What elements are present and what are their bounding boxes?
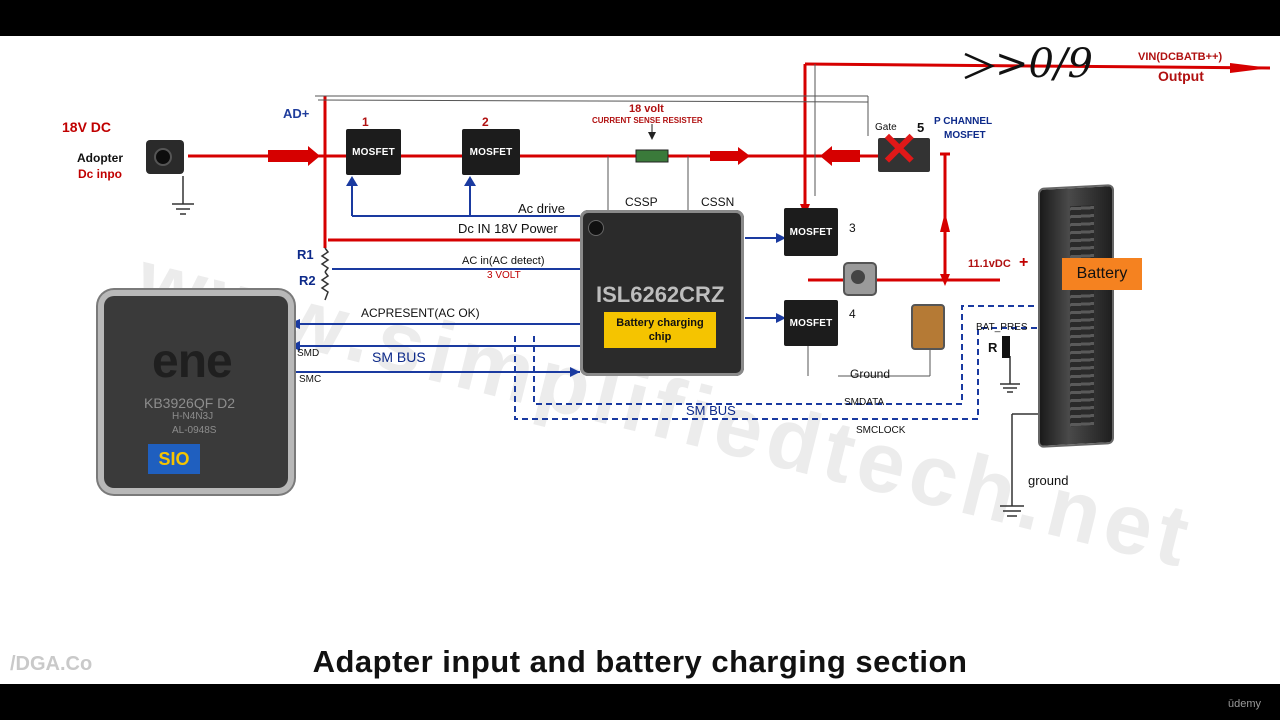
- mosfet-5: [878, 138, 930, 172]
- label-smc: SMC: [299, 374, 322, 385]
- mosfet-1-number: 1: [362, 115, 369, 129]
- label-p-channel: P CHANNEL: [934, 116, 993, 127]
- charging-chip-label: Battery charging chip: [604, 312, 716, 348]
- mosfet-3: MOSFET: [784, 208, 838, 256]
- chip-marking: ISL6262CRZ: [596, 282, 725, 307]
- mosfet-3-number: 3: [849, 221, 856, 235]
- label-ac-in: AC in(AC detect): [462, 255, 545, 267]
- charging-chip: ISL6262CRZ Battery charging chip: [580, 210, 744, 376]
- cross-mark-icon: ✕: [880, 123, 919, 175]
- label-adapter: Adopter: [77, 151, 123, 165]
- udemy-logo: ūdemy: [1228, 698, 1262, 710]
- mosfet-2: MOSFET: [462, 129, 520, 175]
- mosfet-4: MOSFET: [784, 300, 838, 346]
- battery-pack: [1038, 184, 1114, 448]
- letterbox-bottom: [0, 684, 1280, 720]
- label-acpresent: ACPRESENT(AC OK): [361, 306, 480, 320]
- label-gate: Gate: [875, 122, 897, 133]
- label-smdata: SMDATA: [844, 397, 885, 408]
- battery-label: Battery: [1062, 258, 1142, 290]
- label-cssn: CSSN: [701, 195, 735, 209]
- label-r2: R2: [299, 273, 316, 288]
- label-sm-bus: SM BUS: [372, 349, 426, 365]
- label-18-volt: 18 volt: [629, 103, 664, 115]
- label-ground-mid: Ground: [850, 367, 891, 381]
- mosfet-1-label: MOSFET: [352, 146, 395, 158]
- letterbox-top: [0, 0, 1280, 36]
- battery-label-text: Battery: [1076, 265, 1128, 282]
- slide-title: Adapter input and battery charging secti…: [312, 644, 968, 679]
- label-cssp: CSSP: [625, 195, 658, 209]
- mosfet-2-number: 2: [482, 115, 489, 129]
- sio-ene-logo: ene: [152, 335, 233, 388]
- sio-label-text: SIO: [158, 448, 190, 469]
- label-dc-input: Dc inpo: [78, 167, 122, 181]
- label-smclock: SMCLOCK: [856, 425, 906, 436]
- brand-watermark: /DGA.Co: [10, 653, 93, 675]
- sio-marking-line2: H-N4N3J: [172, 411, 214, 422]
- label-ground-right: ground: [1028, 473, 1069, 488]
- label-18v-dc: 18V DC: [62, 119, 112, 135]
- label-r: R: [988, 340, 998, 355]
- sio-label: SIO: [148, 444, 200, 474]
- pull-resistor: [1002, 336, 1010, 358]
- capacitor: [911, 304, 945, 350]
- label-smd: SMD: [297, 348, 320, 359]
- mosfet-4-label: MOSFET: [789, 317, 833, 329]
- label-dc-in-power: Dc IN 18V Power: [458, 221, 558, 236]
- dc-jack: [146, 140, 184, 174]
- label-plus: +: [1019, 254, 1029, 271]
- inductor: [843, 262, 877, 296]
- charging-chip-label-text: Battery charging chip: [616, 316, 704, 343]
- mosfet-4-number: 4: [849, 307, 856, 321]
- label-ac-drive: Ac drive: [518, 201, 565, 216]
- label-r1: R1: [297, 247, 314, 262]
- label-3-volt: 3 VOLT: [487, 270, 521, 281]
- mosfet-1: MOSFET: [346, 129, 401, 175]
- sio-marking: KB3926QF D2: [144, 395, 236, 411]
- label-ad-plus: AD+: [283, 106, 310, 121]
- circuit-wiring: [172, 52, 1271, 517]
- label-bat-pres: BAT_PRES: [976, 322, 1028, 333]
- sio-marking-line3: AL-0948S: [172, 425, 217, 436]
- mosfet-3-label: MOSFET: [789, 226, 833, 238]
- label-output: Output: [1158, 68, 1204, 84]
- sio-chip: ene KB3926QF D2 H-N4N3J AL-0948S SIO: [104, 296, 288, 488]
- label-vin: VIN(DCBATB++): [1138, 51, 1223, 63]
- label-11v: 11.1vDC: [968, 258, 1011, 270]
- mosfet-5-number: 5: [917, 120, 925, 135]
- mosfet-2-label: MOSFET: [469, 146, 513, 158]
- label-sm-bus-2: SM BUS: [686, 403, 736, 418]
- label-current-sense: CURRENT SENSE RESISTER: [592, 116, 703, 125]
- label-p-mosfet: MOSFET: [944, 130, 986, 141]
- slide: www.simplifiedtech.net: [0, 36, 1280, 684]
- handwritten-scribble: >0/9: [995, 41, 1093, 87]
